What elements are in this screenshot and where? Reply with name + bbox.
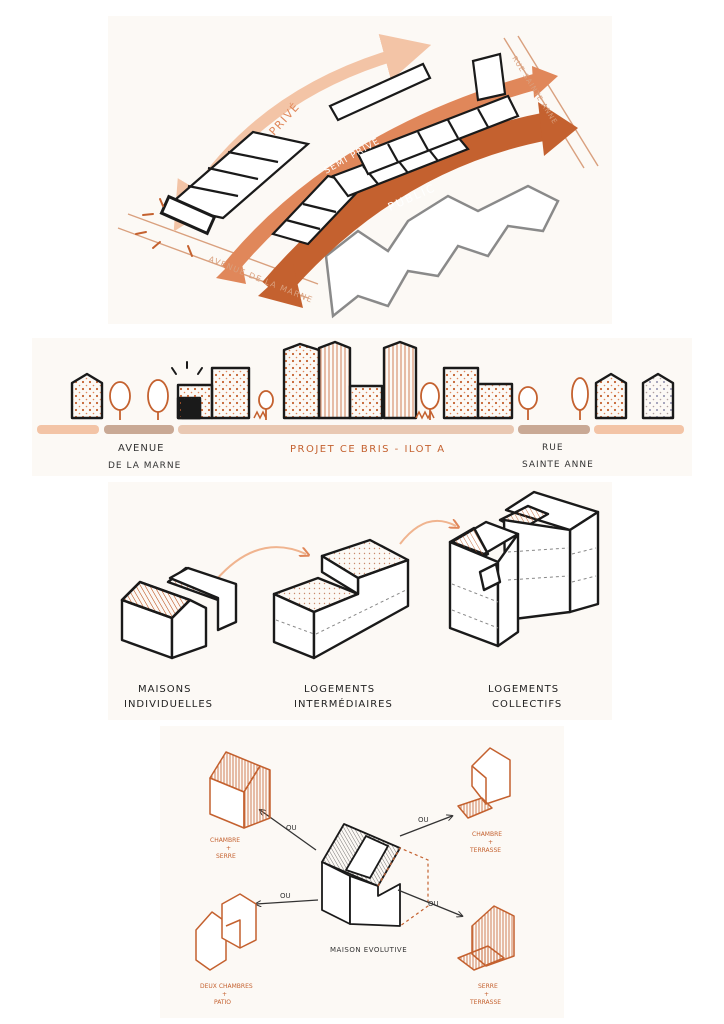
option-4-line1: SERRE: [478, 983, 498, 990]
masterplan-panel: PRIVÉ SEMI PRIVÉ PUBLIC AVENUE DE LA MAR…: [108, 16, 612, 324]
building-dark-corner: [159, 194, 217, 236]
ground-rue: [518, 425, 590, 434]
tower-a: [282, 342, 321, 420]
ou-top-left: OU: [286, 824, 297, 832]
evolutive-panel: OU OU OU OU MAISON EVOLUTIVE CHAMBRE + S…: [160, 726, 564, 1018]
section-avenue-line1: AVENUE: [118, 443, 164, 454]
option-3-line2: +: [222, 991, 227, 998]
building-low-b: [210, 366, 251, 420]
intermediate-housing: [272, 538, 410, 660]
ground-avenue: [104, 425, 174, 434]
arrow-intermediate-to-collective: [399, 521, 456, 545]
ground-right-light: [594, 425, 684, 434]
sun-marks: [135, 198, 193, 257]
section-rue-line1: RUE: [542, 443, 564, 453]
option-bottom-left-house: [195, 893, 257, 971]
collective-housing: [448, 490, 600, 648]
option-2-line1: CHAMBRE: [472, 831, 502, 838]
section-rue-line2: SAINTE ANNE: [522, 460, 594, 470]
grass-marks: [253, 410, 435, 420]
typology-diagram: MAISONS INDIVIDUELLES LOGEMENTS INTERMÉD…: [120, 490, 600, 710]
ou-top-right: OU: [418, 816, 429, 824]
evolutive-center-label: MAISON EVOLUTIVE: [330, 946, 407, 954]
central-house: [321, 823, 401, 927]
arrow-to-bottom-right: [397, 889, 462, 916]
section-avenue-line2: DE LA MARNE: [108, 461, 181, 471]
option-3-line1: DEUX CHAMBRES: [200, 983, 253, 990]
tower-b: [317, 340, 352, 420]
tower-c: [382, 340, 418, 420]
building-right-a: [442, 366, 480, 420]
option-2-line2: +: [488, 839, 493, 846]
option-4-line3: TERRASSE: [469, 999, 501, 1006]
building-right-b: [476, 382, 514, 420]
ou-bottom-left: OU: [280, 892, 291, 900]
section-project-label: PROJET CE BRIS - ILOT A: [290, 444, 446, 455]
street-section-diagram: AVENUE DE LA MARNE PROJET CE BRIS - ILOT…: [37, 340, 684, 471]
house-right-a: [594, 372, 628, 420]
option-4-line2: +: [484, 991, 489, 998]
building-row-top: [328, 52, 520, 176]
section-panel: AVENUE DE LA MARNE PROJET CE BRIS - ILOT…: [32, 338, 692, 476]
public-arrow: [262, 112, 551, 301]
individual-houses: [120, 566, 238, 660]
typology-2-line2: INTERMÉDIAIRES: [294, 697, 393, 710]
option-1-line2: +: [226, 845, 231, 852]
arrow-individual-to-intermediate: [215, 546, 306, 581]
arrow-to-top-right: [399, 816, 452, 837]
typology-1-line2: INDIVIDUELLES: [124, 699, 213, 710]
option-top-right-house: [457, 747, 511, 819]
typology-panel: MAISONS INDIVIDUELLES LOGEMENTS INTERMÉD…: [108, 482, 612, 720]
option-1-line1: CHAMBRE: [210, 837, 240, 844]
central-house-dashed-extension: [377, 847, 429, 927]
house-right-b: [641, 372, 675, 420]
option-1-line3: SERRE: [216, 853, 236, 860]
masterplan-diagram: PRIVÉ SEMI PRIVÉ PUBLIC AVENUE DE LA MAR…: [117, 34, 599, 319]
typology-1-line1: MAISONS: [138, 684, 191, 695]
option-3-line3: PATIO: [214, 999, 231, 1006]
arrow-to-bottom-left: [256, 899, 319, 904]
intermediate-dashes: [275, 589, 407, 635]
collective-dashes: [451, 547, 597, 629]
sun-marks-section: [171, 361, 203, 375]
trees: [109, 377, 589, 420]
typology-3-line2: COLLECTIFS: [492, 699, 562, 710]
building-mid: [348, 384, 384, 420]
ground-left-light: [37, 425, 99, 434]
house-left: [70, 372, 104, 420]
option-2-line3: TERRASSE: [469, 847, 501, 854]
building-dark-fill: [180, 398, 202, 420]
typology-3-line1: LOGEMENTS: [488, 684, 559, 695]
option-top-left-house: [209, 751, 271, 829]
ou-bottom-right: OU: [428, 900, 439, 908]
evolutive-house-diagram: OU OU OU OU MAISON EVOLUTIVE CHAMBRE + S…: [195, 747, 515, 1006]
option-bottom-right-house: [457, 905, 515, 971]
typology-2-line1: LOGEMENTS: [304, 684, 375, 695]
ground-project: [178, 425, 514, 434]
